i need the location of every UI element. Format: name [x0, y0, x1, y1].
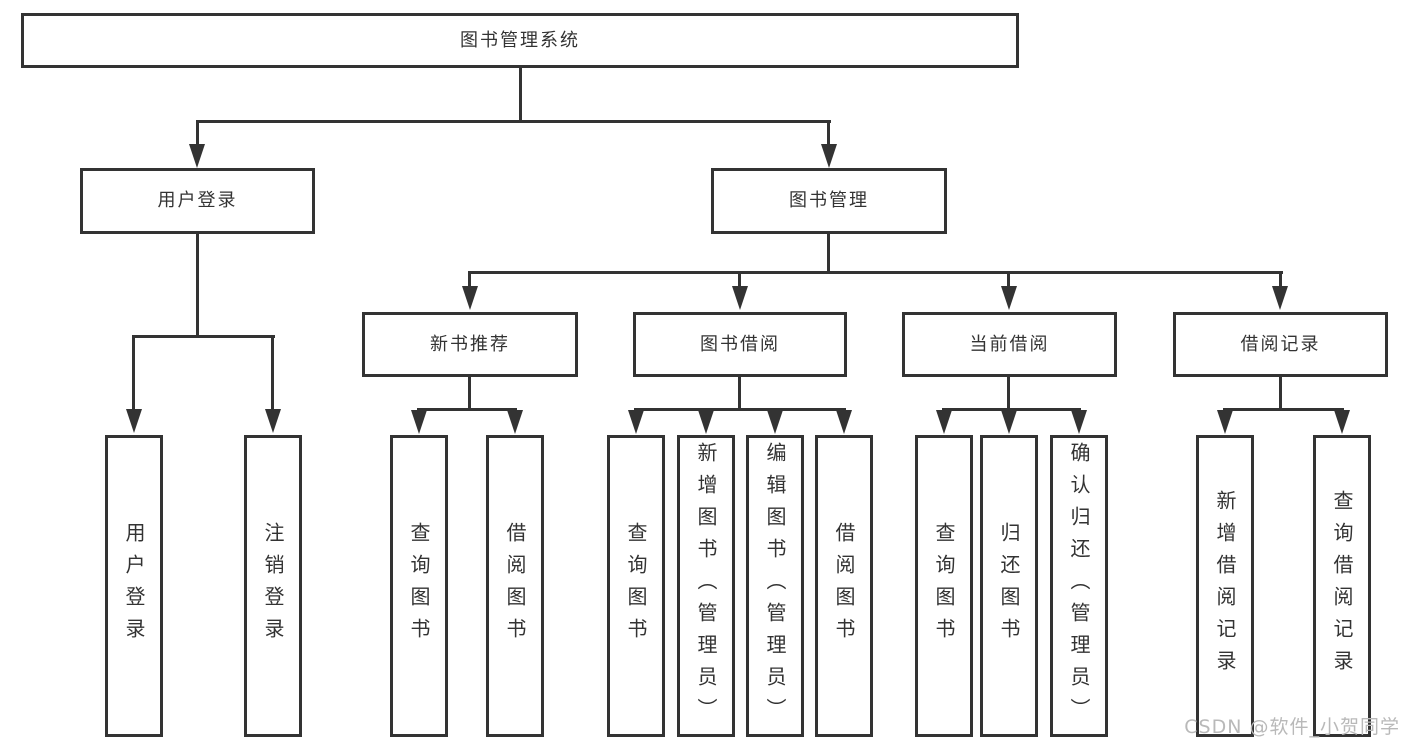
connector-line: [519, 68, 522, 120]
arrow-down-icon: [1334, 410, 1350, 434]
connector-line: [738, 377, 741, 408]
node-current-borrowing: 当前借阅: [902, 312, 1117, 377]
leaf-current-query-books: 查询图书: [915, 435, 973, 737]
leaf-records-query-record: 查询借阅记录: [1313, 435, 1371, 737]
connector-line: [1007, 271, 1010, 288]
arrow-down-icon: [1001, 286, 1017, 310]
connector-line: [1279, 271, 1282, 288]
leaf-borrowing-borrow-books: 借阅图书: [815, 435, 873, 737]
leaf-records-add-record: 新增借阅记录: [1196, 435, 1254, 737]
connector-line: [942, 408, 1081, 411]
connector-line: [738, 271, 741, 288]
connector-line: [1223, 408, 1344, 411]
node-book-borrowing: 图书借阅: [633, 312, 847, 377]
leaf-borrowing-add-books-admin: 新增图书（管理员）: [677, 435, 735, 737]
arrow-down-icon: [1071, 410, 1087, 434]
arrow-down-icon: [836, 410, 852, 434]
arrow-down-icon: [189, 144, 205, 168]
connector-line: [468, 271, 471, 288]
leaf-borrowing-edit-books-admin: 编辑图书（管理员）: [746, 435, 804, 737]
arrow-down-icon: [698, 410, 714, 434]
connector-line: [132, 335, 275, 338]
connector-line: [196, 120, 199, 146]
arrow-down-icon: [507, 410, 523, 434]
leaf-current-return-books: 归还图书: [980, 435, 1038, 737]
connector-line: [634, 408, 846, 411]
arrow-down-icon: [462, 286, 478, 310]
node-library-management-system: 图书管理系统: [21, 13, 1019, 68]
connector-line: [827, 234, 830, 271]
node-new-book-recommendation: 新书推荐: [362, 312, 578, 377]
leaf-recommend-query-books: 查询图书: [390, 435, 448, 737]
arrow-down-icon: [821, 144, 837, 168]
node-book-management: 图书管理: [711, 168, 947, 234]
leaf-recommend-borrow-books: 借阅图书: [486, 435, 544, 737]
arrow-down-icon: [411, 410, 427, 434]
node-borrowing-records: 借阅记录: [1173, 312, 1388, 377]
connector-line: [132, 335, 135, 411]
arrow-down-icon: [1272, 286, 1288, 310]
arrow-down-icon: [936, 410, 952, 434]
node-user-login: 用户登录: [80, 168, 315, 234]
arrow-down-icon: [126, 409, 142, 433]
connector-line: [196, 120, 831, 123]
connector-line: [468, 271, 1283, 274]
connector-line: [271, 335, 274, 411]
leaf-current-confirm-return-admin: 确认归还（管理员）: [1050, 435, 1108, 737]
connector-line: [827, 120, 830, 146]
connector-line: [1279, 377, 1282, 408]
leaf-borrowing-query-books: 查询图书: [607, 435, 665, 737]
arrow-down-icon: [628, 410, 644, 434]
connector-line: [1007, 377, 1010, 408]
arrow-down-icon: [265, 409, 281, 433]
connector-line: [196, 234, 199, 335]
arrow-down-icon: [732, 286, 748, 310]
connector-line: [417, 408, 517, 411]
arrow-down-icon: [1001, 410, 1017, 434]
arrow-down-icon: [1217, 410, 1233, 434]
connector-line: [468, 377, 471, 408]
arrow-down-icon: [767, 410, 783, 434]
leaf-logout: 注销登录: [244, 435, 302, 737]
csdn-watermark: CSDN @软件_小贺同学: [1184, 716, 1400, 738]
leaf-user-login: 用户登录: [105, 435, 163, 737]
